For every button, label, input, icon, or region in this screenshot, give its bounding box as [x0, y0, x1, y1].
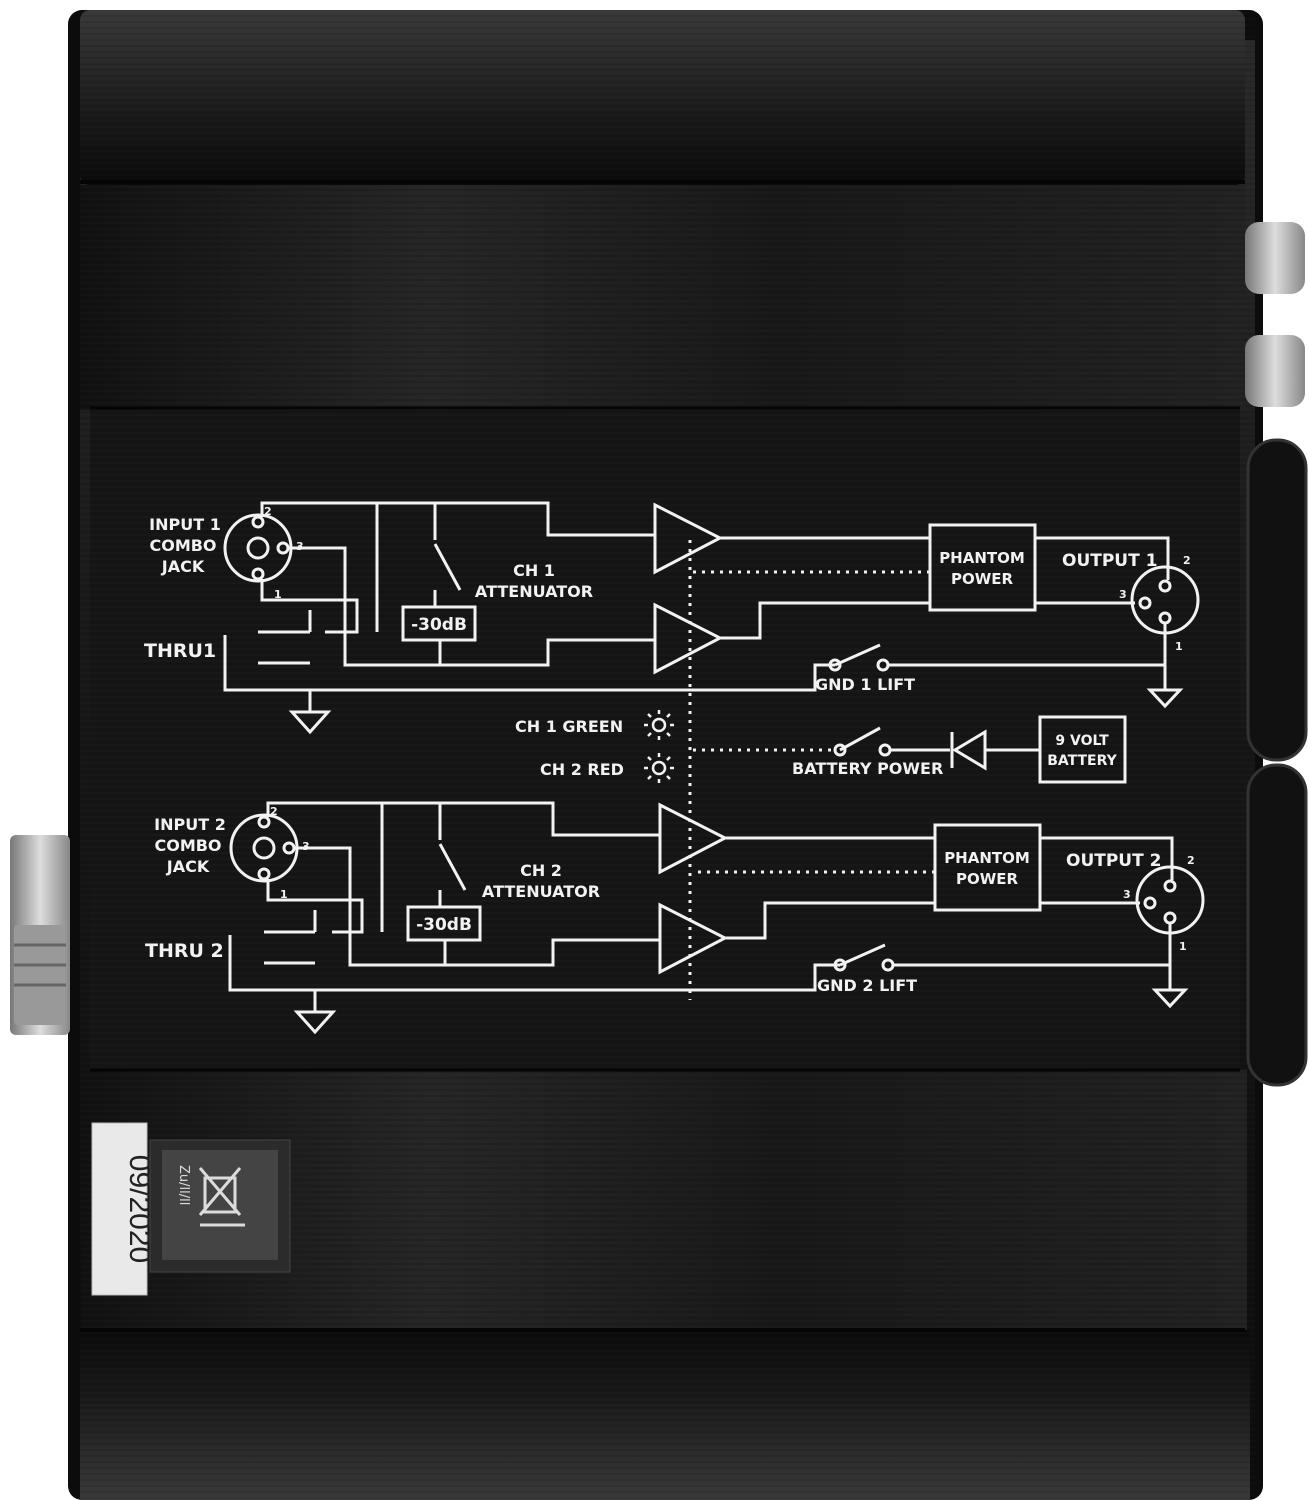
dotted-links-ch1 — [688, 540, 930, 1000]
phantom-2-line2: POWER — [956, 870, 1019, 888]
pin-1-out1: 1 — [1175, 640, 1183, 653]
pin-2-out2: 2 — [1187, 854, 1195, 867]
rca-jacks — [1245, 222, 1305, 407]
date-sticker: 09/2020 — [91, 1122, 156, 1296]
thru-2-label: THRU 2 — [145, 940, 224, 962]
phantom-1-line2: POWER — [951, 570, 1014, 588]
ch2-attenuator-line2: ATTENUATOR — [482, 882, 600, 901]
ch1-attenuator-line2: ATTENUATOR — [475, 582, 593, 601]
pin-3-out2: 3 — [1123, 888, 1131, 901]
led-ch1-label: CH 1 GREEN — [515, 717, 623, 736]
ch2-attenuator-line1: CH 2 — [520, 861, 562, 880]
battery-power-label: BATTERY POWER — [792, 759, 943, 778]
input-1-label-line1: INPUT 1 — [149, 515, 221, 534]
battery-line2: BATTERY — [1047, 753, 1117, 769]
pin-1-out2: 1 — [1179, 940, 1187, 953]
pin-3-in2: 3 — [302, 840, 310, 853]
xlr-output-connectors — [1246, 438, 1308, 1087]
input-1-label-line3: JACK — [161, 557, 205, 576]
pin-1-in2: 1 — [280, 888, 288, 901]
pin-2-in2: 2 — [270, 805, 278, 818]
thru-1-label: THRU1 — [144, 640, 216, 662]
pin-3-in1: 3 — [296, 540, 304, 553]
led-symbols — [644, 710, 674, 783]
pin-2-in1: 2 — [264, 505, 272, 518]
weee-bin-icon — [198, 1167, 245, 1227]
enclosure — [68, 10, 1263, 1500]
weee-sticker: Zu/ll/ll — [149, 1139, 291, 1273]
led-green-icon — [644, 710, 674, 740]
ch1-pad-label: -30dB — [411, 615, 467, 635]
pin-2-out1: 2 — [1183, 554, 1191, 567]
pin-1-in1: 1 — [274, 588, 282, 601]
led-red-icon — [644, 753, 674, 783]
led-ch2-label: CH 2 RED — [540, 760, 624, 779]
schematic-channel-2 — [228, 801, 1205, 1035]
output-2-label: OUTPUT 2 — [1066, 851, 1161, 871]
phantom-2-line1: PHANTOM — [944, 849, 1030, 867]
thru-jack-connector — [10, 835, 70, 1035]
schematic-labels: INPUT 1 COMBO JACK THRU1 INPUT 2 COMBO J… — [144, 505, 1195, 995]
input-2-label-line3: JACK — [166, 857, 210, 876]
schematic-channel-1 — [223, 501, 1200, 735]
ch1-attenuator-line1: CH 1 — [513, 561, 555, 580]
ch2-pad-label: -30dB — [416, 915, 472, 935]
output-1-label: OUTPUT 1 — [1062, 551, 1157, 571]
battery-line1: 9 VOLT — [1055, 733, 1109, 749]
sticker-mark: Zu/ll/ll — [176, 1165, 191, 1205]
input-1-label-line2: COMBO — [149, 536, 216, 555]
input-2-label-line1: INPUT 2 — [154, 815, 226, 834]
pin-3-out1: 3 — [1119, 588, 1127, 601]
gnd-1-lift-label: GND 1 LIFT — [815, 675, 915, 694]
gnd-2-lift-label: GND 2 LIFT — [817, 976, 917, 995]
battery-circuit — [833, 715, 1127, 784]
phantom-1-line1: PHANTOM — [939, 549, 1025, 567]
input-2-label-line2: COMBO — [154, 836, 221, 855]
